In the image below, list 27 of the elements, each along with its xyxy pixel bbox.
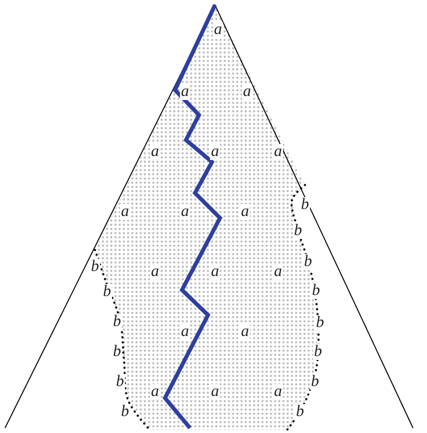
region-label: a (120, 204, 130, 220)
region-label: b (112, 314, 122, 330)
region-label: b (303, 254, 313, 270)
region-label: a (180, 204, 190, 220)
region-label: a (240, 204, 250, 220)
region-label: a (210, 144, 220, 160)
region-label: a (150, 264, 160, 280)
region-label: b (115, 374, 125, 390)
region-label: a (150, 144, 160, 160)
region-label: a (213, 22, 223, 38)
region-label: b (295, 404, 305, 420)
region-label: a (273, 144, 283, 160)
region-label: a (180, 324, 190, 340)
region-label: a (273, 264, 283, 280)
region-label: a (210, 264, 220, 280)
region-label: b (315, 315, 325, 331)
region-label: a (150, 384, 160, 400)
region-label: a (180, 84, 190, 100)
region-label: a (240, 324, 250, 340)
region-label: b (310, 374, 320, 390)
region-label: b (313, 344, 323, 360)
region-label: b (102, 284, 112, 300)
region-label: b (311, 283, 321, 299)
region-label: a (210, 384, 220, 400)
region-label: a (242, 84, 252, 100)
region-label: b (293, 223, 303, 239)
region-label: a (273, 384, 283, 400)
